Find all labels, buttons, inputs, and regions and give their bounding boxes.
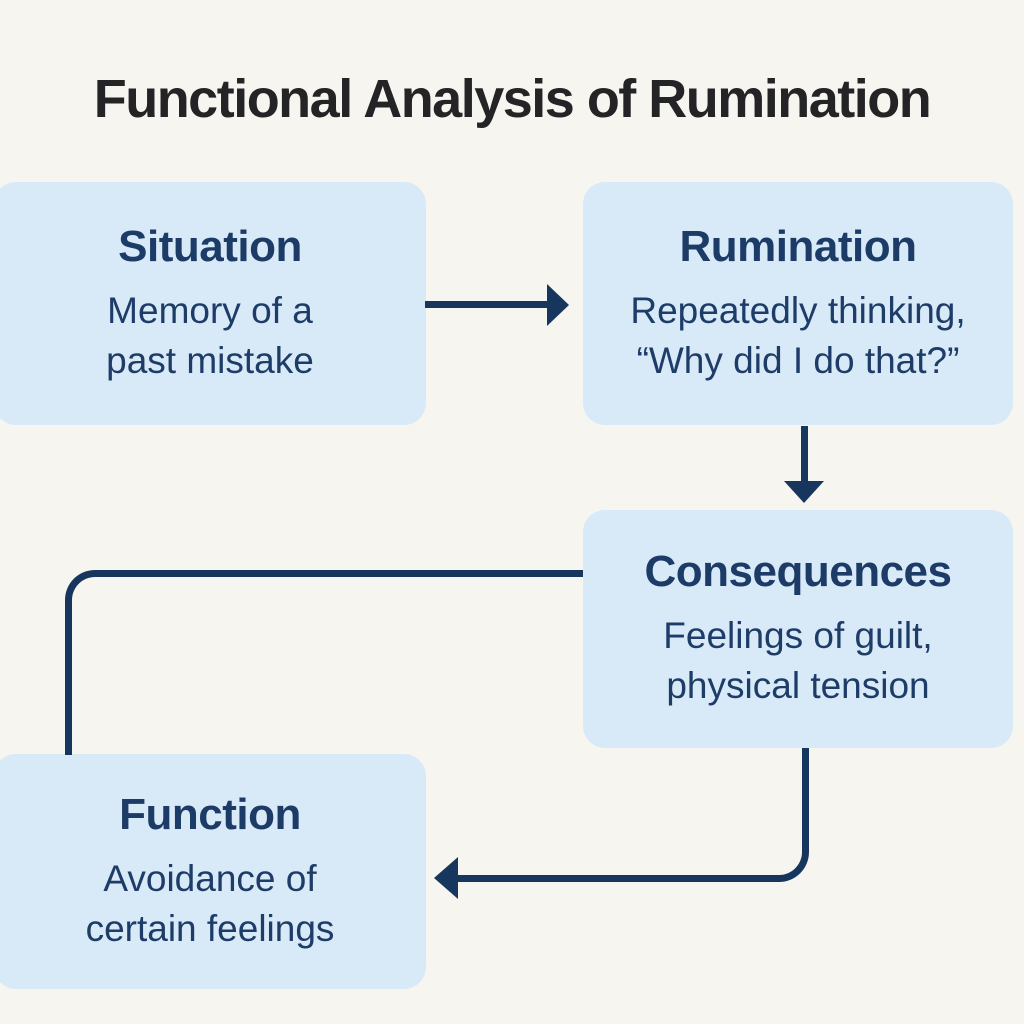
edge-situation-to-rumination-line: [425, 301, 549, 308]
node-situation-body-line2: past mistake: [106, 339, 314, 381]
node-function-body-line1: Avoidance of: [103, 857, 317, 899]
node-situation-body: Memory of a past mistake: [106, 286, 314, 386]
arrowhead-left-icon: [434, 857, 458, 899]
node-function: Function Avoidance of certain feelings: [0, 754, 426, 989]
arrowhead-down-icon: [784, 481, 824, 503]
node-rumination-heading: Rumination: [679, 221, 917, 271]
node-consequences-body-line1: Feelings of guilt,: [663, 615, 933, 656]
arrowhead-right-icon: [547, 284, 569, 326]
node-consequences-heading: Consequences: [644, 547, 952, 596]
node-function-heading: Function: [119, 789, 301, 839]
edge-rumination-to-consequences-line: [801, 426, 808, 483]
edge-consequences-to-function-arrow-line: [445, 748, 809, 882]
node-consequences-body: Feelings of guilt, physical tension: [663, 611, 932, 711]
node-situation: Situation Memory of a past mistake: [0, 182, 426, 425]
node-situation-heading: Situation: [118, 221, 302, 271]
node-rumination-body: Repeatedly thinking, “Why did I do that?…: [630, 286, 965, 386]
edge-consequences-to-function-loop-line: [65, 570, 583, 755]
node-rumination: Rumination Repeatedly thinking, “Why did…: [583, 182, 1013, 425]
node-consequences: Consequences Feelings of guilt, physical…: [583, 510, 1013, 748]
node-situation-body-line1: Memory of a: [107, 289, 313, 331]
node-function-body-line2: certain feelings: [85, 907, 335, 949]
node-rumination-body-line2: “Why did I do that?”: [636, 339, 960, 381]
node-function-body: Avoidance of certain feelings: [86, 854, 335, 954]
diagram-title: Functional Analysis of Rumination: [93, 69, 932, 129]
node-consequences-body-line2: physical tension: [666, 665, 930, 706]
node-rumination-body-line1: Repeatedly thinking,: [630, 289, 966, 331]
